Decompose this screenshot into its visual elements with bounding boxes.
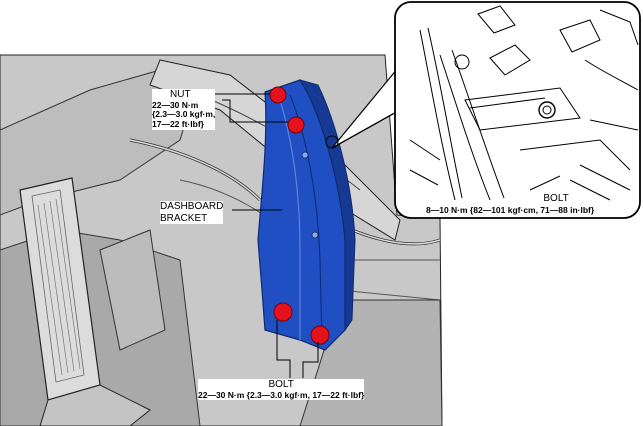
nut-name: NUT (170, 89, 191, 100)
detail-bolt-spec: 8—10 N·m {82—101 kgf·cm, 71—88 in·lbf} (426, 205, 595, 217)
nut-spec-line1: 22—30 N·m (152, 99, 199, 110)
detail-inset (394, 1, 641, 219)
bolt-right (310, 325, 330, 345)
dashboard-bracket (257, 79, 356, 351)
bolt-label: BOLT 22—30 N·m {2.3—3.0 kgf·m, 17—22 ft·… (198, 379, 365, 401)
bolt-spec: 22—30 N·m {2.3—3.0 kgf·m, 17—22 ft·lbf} (198, 389, 365, 400)
nut-spec-line3: 17—22 ft·lbf} (152, 119, 204, 130)
dashboard-bracket-label: DASHBOARD BRACKET (160, 201, 224, 224)
nut-upper (269, 86, 287, 104)
nut-label: NUT 22—30 N·m {2.3—3.0 kgf·m, 17—22 ft·l… (152, 89, 216, 130)
bolt-name: BOLT (268, 379, 294, 390)
bolt-left (273, 302, 293, 322)
nut-spec-line2: {2.3—3.0 kgf·m, (152, 109, 216, 120)
detail-bolt-name: BOLT (541, 193, 571, 205)
bracket-name-line2: BRACKET (160, 212, 208, 224)
bracket-name-line1: DASHBOARD (160, 201, 224, 212)
nut-lower (287, 116, 305, 134)
detail-bolt-label: BOLT 8—10 N·m {82—101 kgf·cm, 71—88 in·l… (426, 188, 595, 217)
